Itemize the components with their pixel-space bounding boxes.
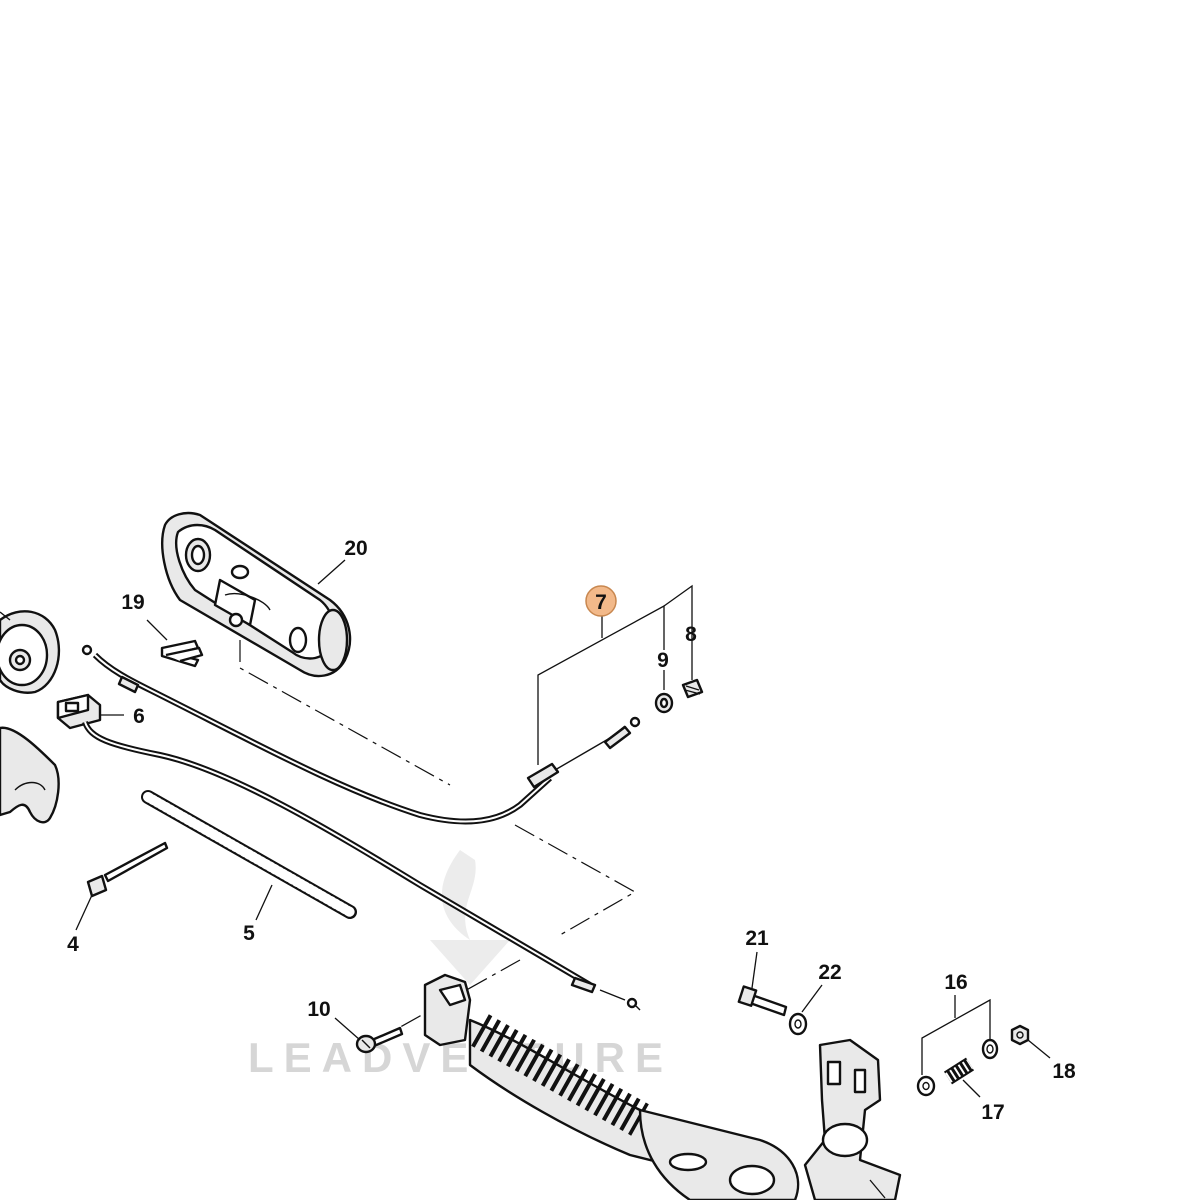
callout-labels: 20 19 7 8 9 6 4 5 10 21 22 16 18 17 xyxy=(67,537,1076,1124)
part-nut xyxy=(1010,1024,1030,1046)
part-washer-spring-set xyxy=(916,1038,999,1097)
part-washer xyxy=(788,1012,808,1036)
part-screw xyxy=(355,1026,404,1054)
part-cable-tie xyxy=(86,841,169,898)
leader-lines xyxy=(75,559,1051,1199)
part-handle-housing xyxy=(161,511,352,678)
watermark-logo xyxy=(430,850,510,985)
part-spring-coil xyxy=(141,790,357,919)
part-bracket xyxy=(803,1038,902,1200)
part-bolt xyxy=(737,985,788,1017)
callout-17[interactable]: 17 xyxy=(981,1101,1004,1124)
callout-9[interactable]: 9 xyxy=(657,649,669,672)
callout-16[interactable]: 16 xyxy=(944,971,967,994)
callout-22[interactable]: 22 xyxy=(818,961,841,984)
callout-20[interactable]: 20 xyxy=(344,537,367,560)
part-fittings xyxy=(654,678,704,714)
part-motor-flange xyxy=(0,610,61,694)
callout-4[interactable]: 4 xyxy=(67,933,79,956)
callout-7-highlight xyxy=(585,585,617,617)
part-side-grip xyxy=(0,726,60,824)
part-clip xyxy=(160,639,204,668)
callout-5[interactable]: 5 xyxy=(243,922,255,945)
callout-8[interactable]: 8 xyxy=(685,623,697,646)
callout-21[interactable]: 21 xyxy=(745,927,769,950)
part-switch xyxy=(56,693,102,730)
callout-10[interactable]: 10 xyxy=(307,998,330,1021)
callout-6[interactable]: 6 xyxy=(133,705,145,728)
assembly-lines xyxy=(239,640,637,1031)
part-wire-harness xyxy=(82,720,641,1011)
callout-7[interactable]: 7 xyxy=(595,591,607,614)
callout-19[interactable]: 19 xyxy=(121,591,144,614)
callout-18[interactable]: 18 xyxy=(1052,1060,1076,1083)
part-throttle-cable xyxy=(81,644,641,825)
part-rear-handle xyxy=(423,973,800,1200)
